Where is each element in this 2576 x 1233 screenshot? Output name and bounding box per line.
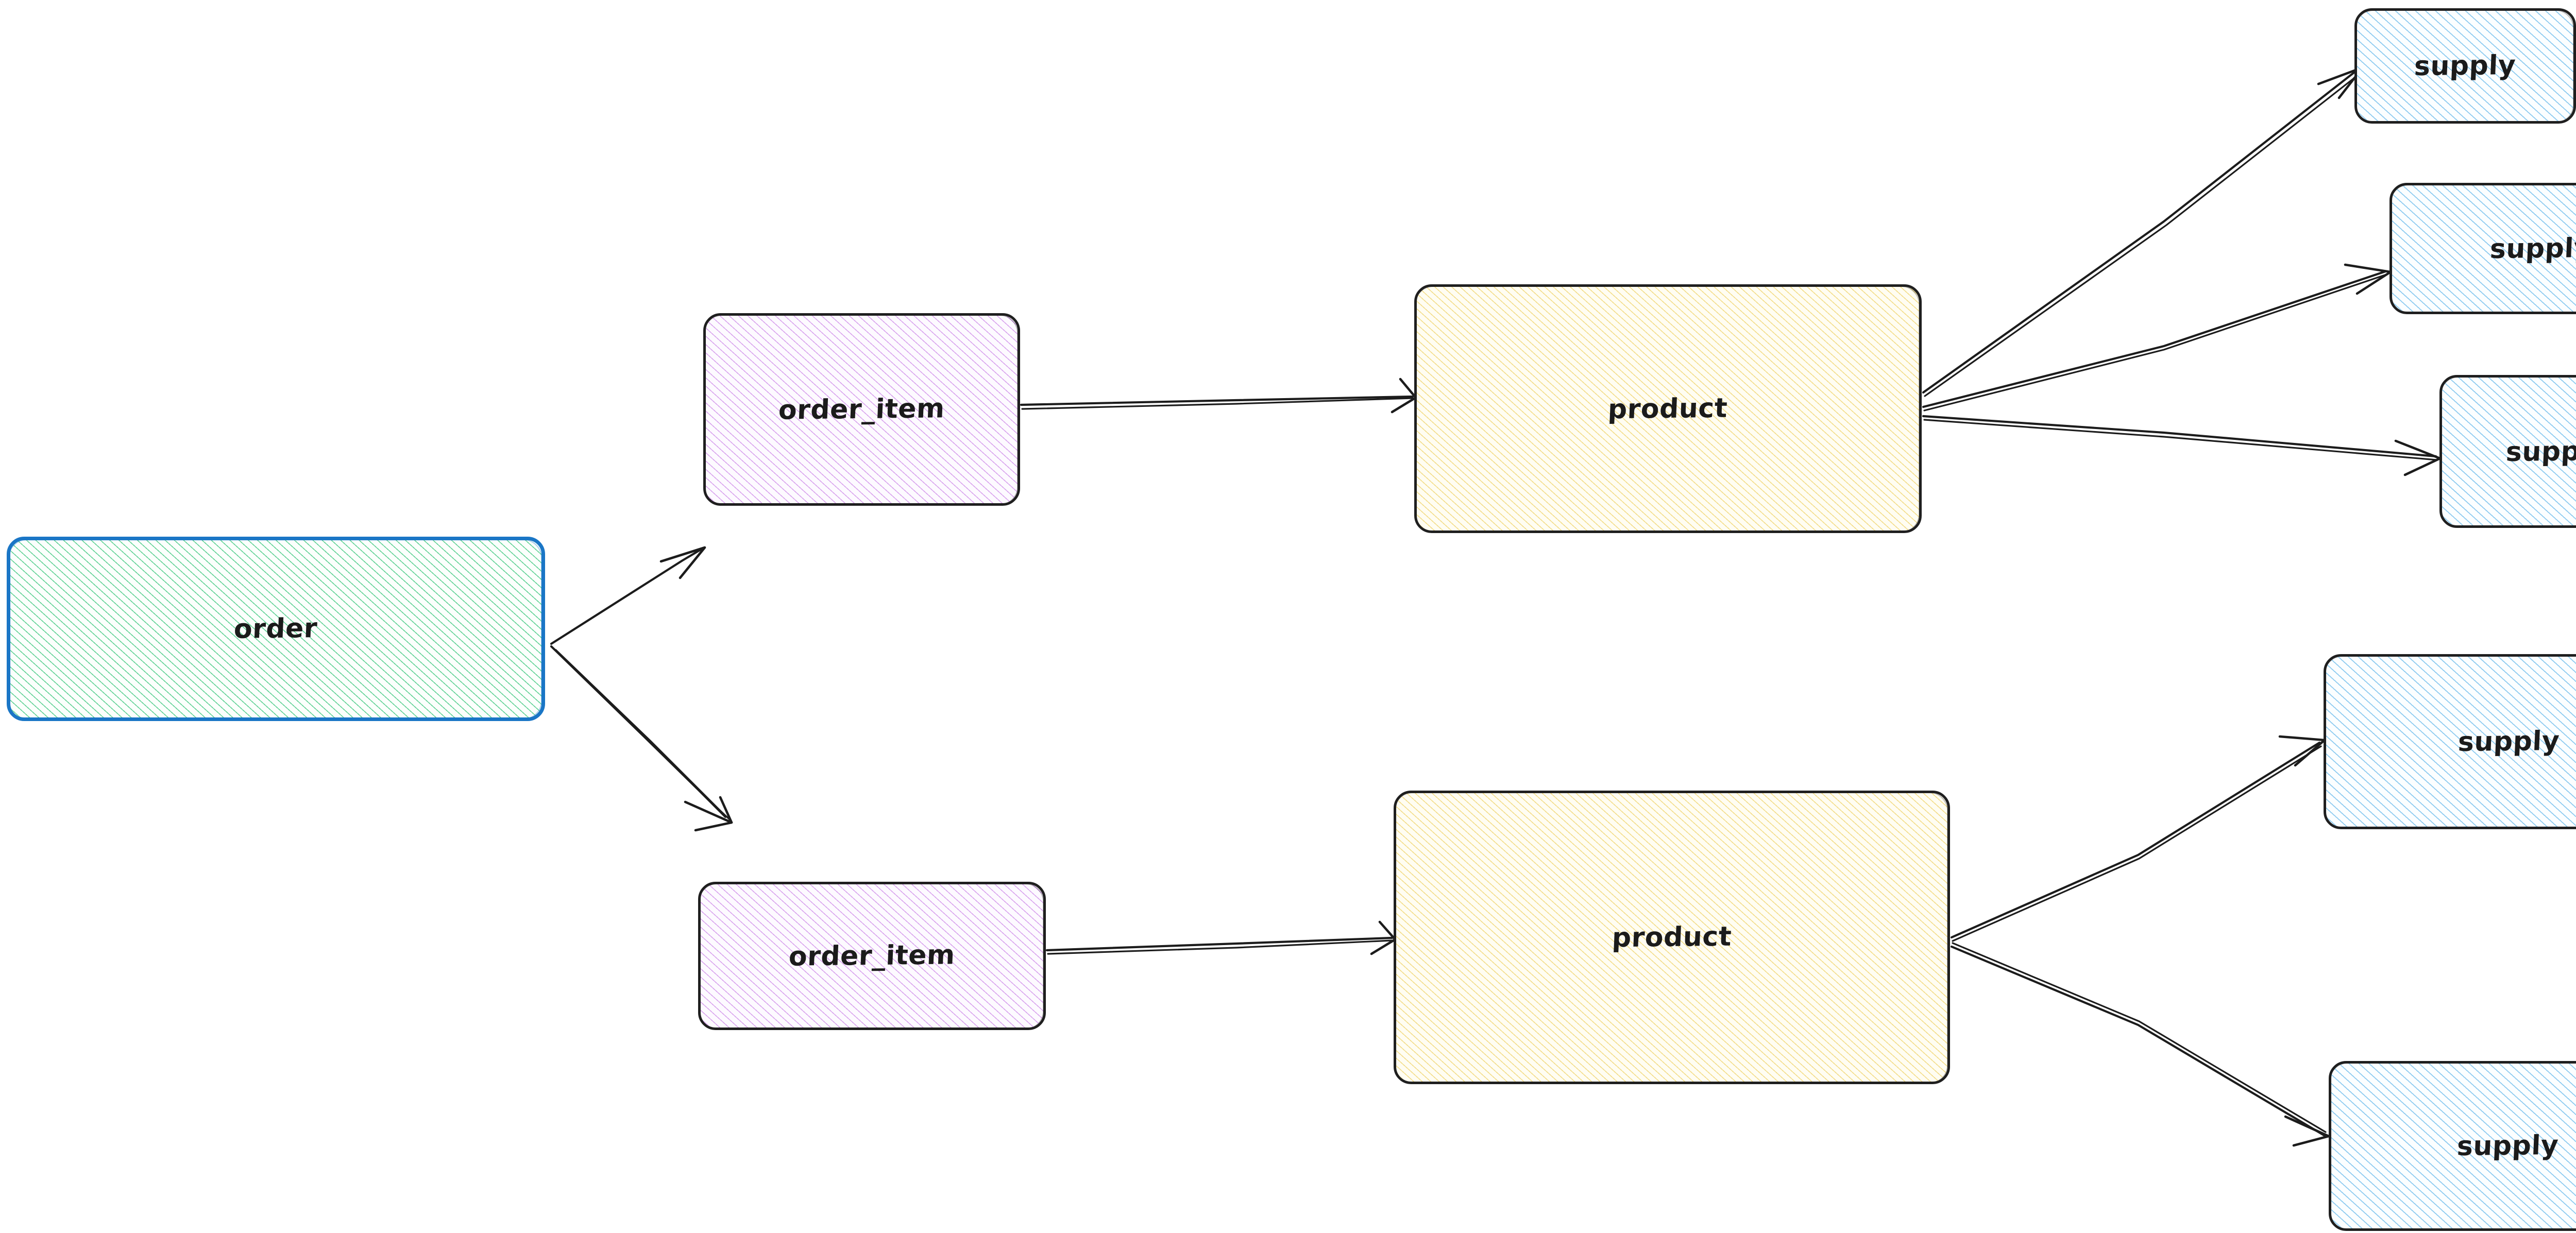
hatch-fill-blue xyxy=(2442,378,2576,525)
hatch-fill-blue xyxy=(2357,11,2573,121)
node-order-item-top[interactable]: order_item xyxy=(703,313,1020,506)
hatch-fill-blue xyxy=(2331,1064,2576,1228)
node-label-product-bottom: product xyxy=(1611,921,1733,954)
node-supply-3[interactable]: supply xyxy=(2439,375,2576,528)
node-label-supply-2: supply xyxy=(2489,232,2576,265)
hatch-fill-yellow xyxy=(1417,287,1919,530)
node-label-supply-4: supply xyxy=(2458,725,2561,758)
hatch-fill-blue xyxy=(2326,657,2576,827)
node-label-supply-3: supply xyxy=(2505,435,2576,468)
node-product-bottom[interactable]: product xyxy=(1394,791,1950,1084)
node-label-order-item-top: order_item xyxy=(777,393,946,426)
node-product-top[interactable]: product xyxy=(1414,284,1922,533)
edge-order-to-order-item-top xyxy=(550,546,706,645)
hatch-fill-purple xyxy=(701,884,1043,1028)
node-order-item-bottom[interactable]: order_item xyxy=(698,882,1046,1030)
edge-order-item-top-to-product-top xyxy=(1020,378,1417,414)
edge-product-top-to-supply-2 xyxy=(1922,263,2392,412)
edge-order-item-bottom-to-product-bottom xyxy=(1045,920,1397,955)
node-label-product-top: product xyxy=(1607,392,1728,425)
hatch-fill-purple xyxy=(706,316,1018,503)
hatch-fill-blue xyxy=(2392,185,2576,312)
node-label-order-item-bottom: order_item xyxy=(788,939,956,972)
node-supply-1[interactable]: supply xyxy=(2354,8,2576,124)
edge-product-top-to-supply-3 xyxy=(1922,415,2442,476)
hatch-fill-green xyxy=(10,540,541,717)
node-order[interactable]: order xyxy=(7,537,545,721)
edge-order-to-order-item-bottom xyxy=(550,645,733,832)
node-label-supply-5: supply xyxy=(2456,1129,2560,1162)
edge-product-top-to-supply-1 xyxy=(1922,66,2364,397)
node-supply-5[interactable]: supply xyxy=(2329,1061,2576,1231)
node-label-supply-1: supply xyxy=(2414,49,2517,82)
edge-product-bottom-to-supply-4 xyxy=(1950,735,2326,942)
node-supply-2[interactable]: supply xyxy=(2389,183,2576,314)
node-label-order: order xyxy=(233,613,318,645)
hatch-fill-yellow xyxy=(1396,793,1947,1082)
node-supply-4[interactable]: supply xyxy=(2324,654,2576,829)
edge-product-bottom-to-supply-5 xyxy=(1950,942,2330,1147)
